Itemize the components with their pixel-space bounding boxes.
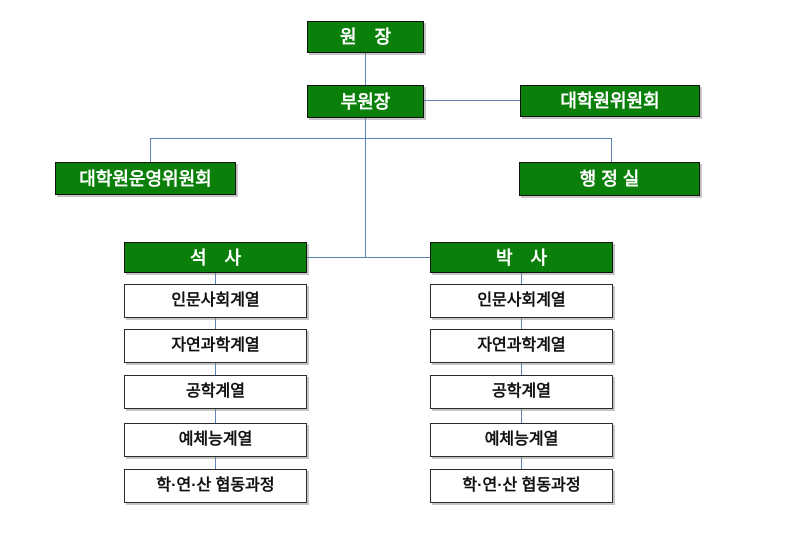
org-node-vice-director: 부원장	[307, 85, 424, 118]
connector-doctoral-column	[521, 273, 522, 471]
org-node-doctoral-dept-natural-sciences: 자연과학계열	[430, 329, 613, 363]
node-label: 예체능계열	[484, 431, 559, 448]
node-label: 자연과학계열	[171, 337, 260, 354]
connector-drop-operating-committee	[150, 138, 151, 163]
node-label: 석 사	[189, 247, 242, 268]
node-label: 박 사	[495, 247, 548, 268]
org-node-masters: 석 사	[124, 242, 307, 273]
org-node-doctoral-dept-arts-sports: 예체능계열	[430, 423, 613, 457]
org-node-masters-dept-arts-sports: 예체능계열	[124, 423, 307, 457]
connector-masters-to-doctoral	[307, 257, 430, 258]
org-node-doctoral-dept-cooperative-program: 학·연·산 협동과정	[430, 469, 613, 503]
node-label: 공학계열	[492, 383, 551, 400]
org-node-masters-dept-humanities: 인문사회계열	[124, 284, 307, 318]
node-label: 예체능계열	[178, 431, 253, 448]
node-label: 행 정 실	[579, 169, 640, 189]
org-node-director: 원 장	[307, 21, 424, 53]
org-node-admin-office: 행 정 실	[519, 162, 700, 196]
connector-director-to-vice	[365, 53, 366, 85]
node-label: 원 장	[339, 27, 392, 47]
org-node-doctoral-dept-humanities: 인문사회계열	[430, 284, 613, 318]
org-node-masters-dept-engineering: 공학계열	[124, 375, 307, 409]
node-label: 공학계열	[186, 383, 245, 400]
node-label: 인문사회계열	[171, 292, 260, 309]
node-label: 학·연·산 협동과정	[462, 477, 581, 494]
org-node-masters-dept-cooperative-program: 학·연·산 협동과정	[124, 469, 307, 503]
node-label: 부원장	[340, 91, 391, 112]
connector-vice-to-graduate-committee	[424, 100, 520, 101]
org-node-masters-dept-natural-sciences: 자연과학계열	[124, 329, 307, 363]
connector-branch-row	[150, 138, 611, 139]
org-node-operating-committee: 대학원운영위원회	[55, 162, 236, 195]
connector-drop-admin-office	[611, 138, 612, 163]
org-node-doctoral-dept-engineering: 공학계열	[430, 375, 613, 409]
node-label: 학·연·산 협동과정	[156, 477, 275, 494]
org-node-doctoral: 박 사	[430, 242, 613, 273]
connector-trunk-vertical	[365, 118, 366, 258]
node-label: 인문사회계열	[477, 292, 566, 309]
connector-masters-column	[215, 273, 216, 471]
node-label: 자연과학계열	[477, 337, 566, 354]
node-label: 대학원운영위원회	[79, 168, 212, 189]
node-label: 대학원위원회	[560, 91, 660, 111]
org-node-graduate-committee: 대학원위원회	[520, 85, 700, 117]
